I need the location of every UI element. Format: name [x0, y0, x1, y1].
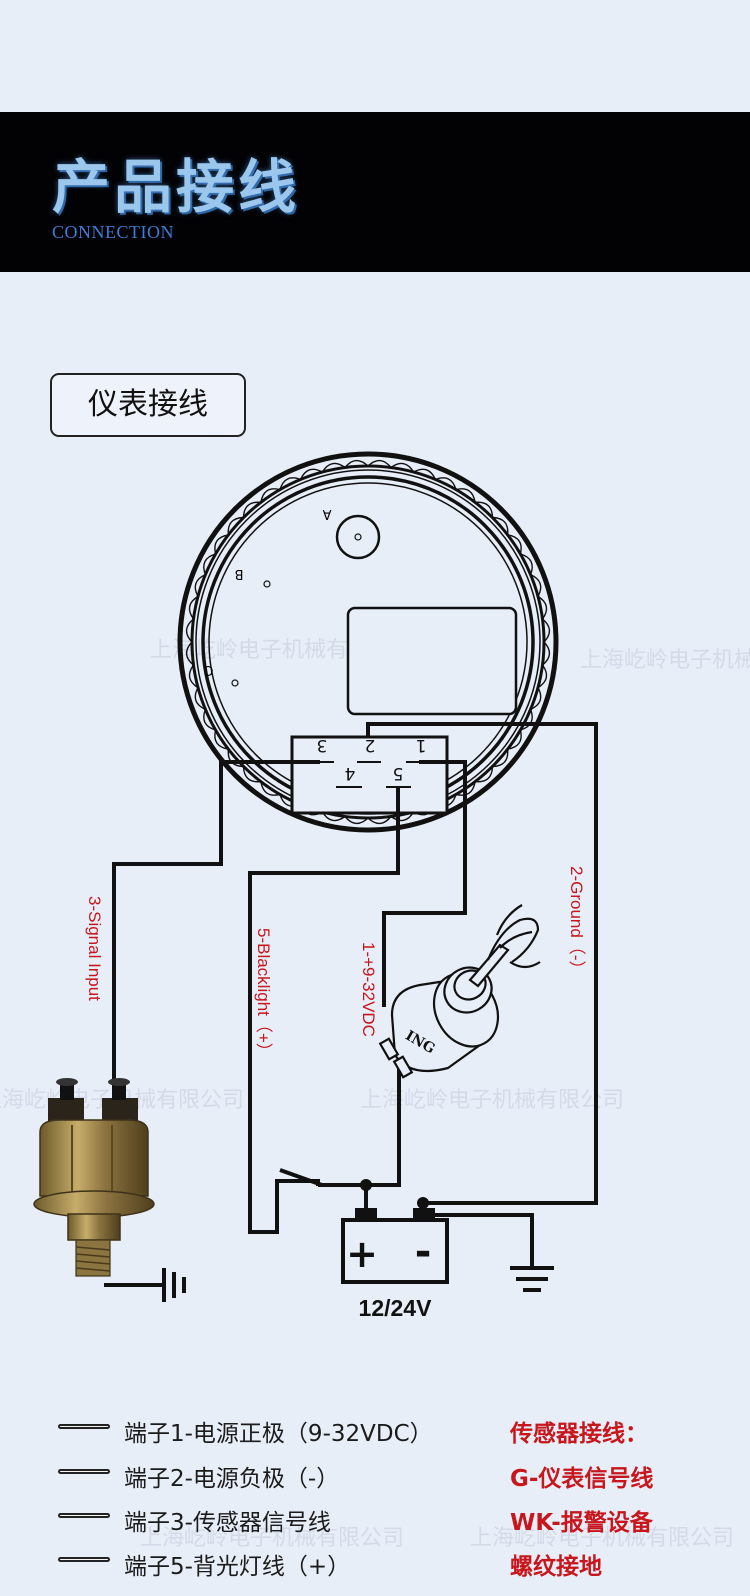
gauge-hole-c — [231, 679, 239, 687]
terminal-3: 3 — [317, 735, 328, 755]
knurl-segment — [194, 687, 206, 711]
ignition-switch-icon — [378, 904, 541, 1079]
knurl-segment — [279, 477, 301, 490]
legend-line-icon — [58, 1469, 110, 1474]
sensor-wiring-ground: 螺纹接地 — [510, 1554, 602, 1580]
wire-label-signal: 3-Signal Input — [85, 896, 104, 1001]
terminal-4: 4 — [345, 763, 356, 783]
knurl-segment — [214, 729, 229, 750]
knurl-segment — [507, 534, 522, 555]
knurl-segment — [367, 459, 392, 468]
knurl-segment — [492, 516, 509, 535]
pressure-sensor-icon — [33, 1078, 155, 1277]
terminal-labels: 3 2 1 4 5 — [317, 735, 427, 783]
section-label-box: 仪表接线 — [50, 373, 246, 437]
wire-ground — [366, 722, 598, 1205]
knurl-segment — [367, 816, 392, 825]
terminal-5: 5 — [393, 763, 404, 783]
gauge-point-a: A — [322, 506, 331, 521]
knurl-segment — [475, 766, 494, 783]
knurl-segment — [492, 749, 509, 768]
legend-line-icon — [58, 1513, 110, 1518]
knurl-segment — [260, 781, 281, 796]
junction-dot — [417, 1197, 429, 1209]
wire-signal — [112, 760, 320, 1091]
sensor-wiring-title: 传感器接线： — [510, 1421, 648, 1447]
knurl-segment — [185, 641, 194, 666]
knurl-segment — [390, 462, 415, 473]
battery — [341, 1208, 449, 1284]
watermark: 上海屹岭电子机械有限公司 — [140, 1526, 405, 1551]
knurl-segment — [188, 664, 199, 689]
knurl-segment — [530, 687, 542, 711]
legend-line-icon — [58, 1557, 110, 1562]
knurl-segment — [227, 516, 244, 535]
watermark: 上海屹岭电子机械有限公司 — [360, 1088, 625, 1113]
knurl-segment — [537, 595, 548, 620]
wire-label-backlight: 5-Blacklight（+） — [254, 928, 273, 1060]
knurl-segment — [475, 501, 494, 518]
knurl-segment — [520, 553, 533, 575]
wire-power-lower — [364, 1060, 401, 1208]
knurl-segment — [530, 573, 542, 597]
sensor-wiring-g: G-仪表信号线 — [510, 1466, 654, 1492]
legend-item-3: 端子3-传感器信号线 — [124, 1510, 331, 1536]
knurl-segment — [194, 573, 206, 597]
knurl-segment — [542, 641, 551, 666]
knurl-segment — [344, 816, 369, 825]
knurl-segment — [214, 534, 229, 555]
legend-item-1: 端子1-电源正极（9-32VDC） — [124, 1421, 433, 1447]
sensor-ground-icon — [104, 1268, 186, 1302]
knurl-segment — [413, 468, 437, 480]
watermark: 上海屹岭电子机械有限公司 — [580, 648, 750, 673]
battery-plus: + — [346, 1232, 378, 1276]
wire-label-ground: 2-Ground（-） — [567, 866, 586, 977]
legend-line-icon — [58, 1424, 110, 1429]
gauge-hole-b — [263, 580, 271, 588]
page-title: 产品接线 — [52, 153, 301, 221]
gauge-knurl — [185, 459, 551, 825]
battery-minus: - — [415, 1229, 432, 1275]
ground-symbol-icon — [510, 1266, 554, 1292]
section-label: 仪表接线 — [88, 387, 208, 422]
knurl-segment — [321, 462, 346, 473]
gauge-point-c: C — [204, 662, 213, 677]
knurl-segment — [537, 664, 548, 689]
battery-voltage: 12/24V — [359, 1295, 433, 1321]
sensor-wiring-wk: WK-报警设备 — [510, 1510, 653, 1536]
gauge-hole-a — [335, 514, 381, 560]
gauge-display-window — [346, 606, 518, 716]
knurl-segment — [188, 595, 199, 620]
terminal-block — [290, 735, 449, 815]
watermark: 上海屹岭电子机械有限公司 — [470, 1526, 735, 1551]
wire-label-power: 1-+9-32VDC — [359, 942, 378, 1037]
knurl-segment — [299, 468, 323, 480]
knurl-segment — [455, 488, 476, 503]
knurl-segment — [203, 553, 216, 575]
gauge-point-b: B — [235, 566, 244, 581]
wire-chassis-ground — [423, 1213, 534, 1266]
header-banner — [0, 112, 750, 272]
knurl-segment — [203, 709, 216, 731]
knurl-segment — [242, 501, 261, 518]
knurl-segment — [344, 459, 369, 468]
wire-power — [382, 760, 467, 1007]
knurl-segment — [507, 729, 522, 750]
terminal-2: 2 — [365, 735, 376, 755]
terminal-1: 1 — [416, 735, 427, 755]
backlight-switch — [279, 1168, 323, 1187]
page-subtitle: CONNECTION — [52, 222, 174, 242]
legend-item-5: 端子5-背光灯线（+） — [124, 1554, 351, 1580]
knurl-segment — [435, 477, 457, 490]
knurl-segment — [185, 618, 194, 643]
knurl-segment — [455, 781, 476, 796]
legend-item-2: 端子2-电源负极（-） — [124, 1466, 340, 1492]
knurl-segment — [542, 618, 551, 643]
knurl-segment — [260, 488, 281, 503]
knurl-segment — [242, 766, 261, 783]
junction-dot — [360, 1179, 372, 1191]
